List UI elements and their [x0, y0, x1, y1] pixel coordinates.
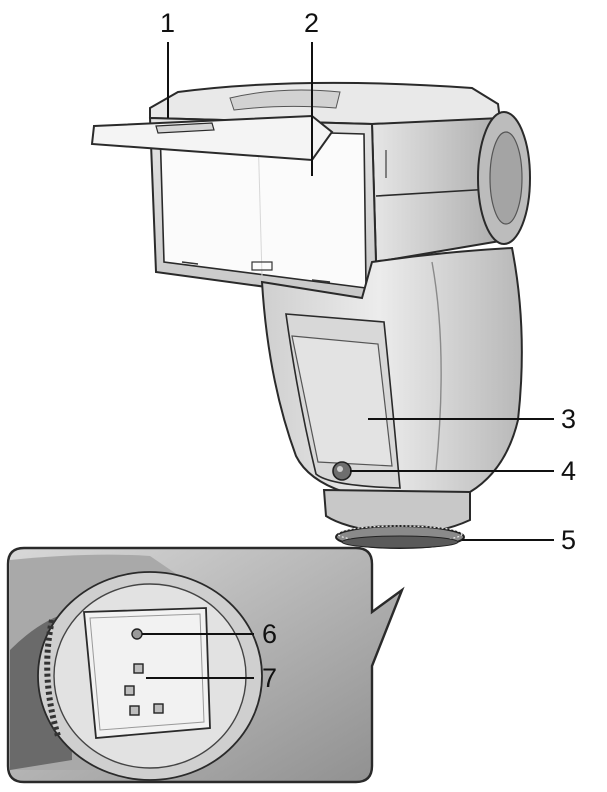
terminal-7 — [133, 663, 144, 674]
terminal-6 — [131, 628, 143, 640]
zoom-inset — [6, 546, 405, 784]
callout-1: 1 — [160, 8, 176, 38]
callout-4: 4 — [561, 456, 577, 486]
leader-lines — [142, 42, 554, 679]
reflector-card — [90, 114, 334, 162]
callout-5: 5 — [561, 525, 577, 555]
callout-3: 3 — [561, 404, 577, 434]
callout-7: 7 — [262, 663, 278, 693]
flash-head — [90, 81, 531, 302]
flash-body — [260, 246, 523, 549]
callout-6: 6 — [262, 619, 278, 649]
callout-2: 2 — [304, 8, 320, 38]
